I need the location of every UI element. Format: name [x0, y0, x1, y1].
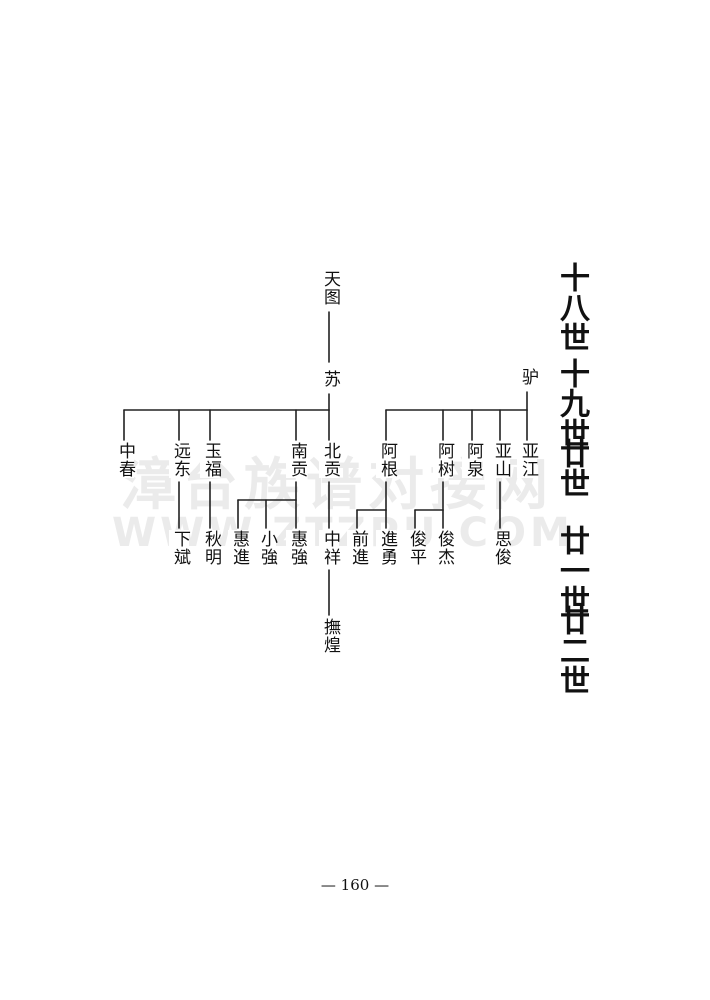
- name-tiantu: 天图: [319, 270, 340, 306]
- name-qiuming: 秋明: [200, 530, 221, 566]
- name-yajiang: 亚江: [517, 442, 538, 478]
- generation-label-19: 十九世: [554, 358, 589, 448]
- name-huiqiang: 惠強: [286, 530, 307, 566]
- name-zhongchun: 中春: [114, 442, 135, 478]
- name-yashan: 亚山: [490, 442, 511, 478]
- generation-label-21: 廿一世: [554, 525, 589, 615]
- name-yuandong: 远东: [169, 442, 190, 478]
- name-xiaoqiang: 小強: [256, 530, 277, 566]
- name-agen: 阿根: [376, 442, 397, 478]
- generation-label-20: 廿世: [554, 438, 589, 498]
- name-fuhuang: 撫煌: [319, 618, 340, 654]
- name-junping: 俊平: [405, 530, 426, 566]
- name-ashu: 阿树: [433, 442, 454, 478]
- generation-label-18: 十八世: [554, 262, 589, 352]
- name-sijun: 思俊: [490, 530, 511, 566]
- name-yufu: 玉福: [200, 442, 221, 478]
- name-zhongxiang: 中祥: [319, 530, 340, 566]
- generation-label-22: 廿二世: [554, 605, 589, 695]
- name-aquan: 阿泉: [462, 442, 483, 478]
- page-number: — 160 —: [320, 876, 390, 894]
- name-beigong: 北贡: [319, 442, 340, 478]
- name-xiabin: 下斌: [169, 530, 190, 566]
- name-huijin: 惠進: [228, 530, 249, 566]
- name-junjie: 俊杰: [433, 530, 454, 566]
- name-nangong: 南贡: [286, 442, 307, 478]
- name-su: 苏: [319, 370, 340, 388]
- name-jinyong: 進勇: [376, 530, 397, 566]
- name-qianjin: 前進: [347, 530, 368, 566]
- name-lv: 驴: [517, 368, 538, 386]
